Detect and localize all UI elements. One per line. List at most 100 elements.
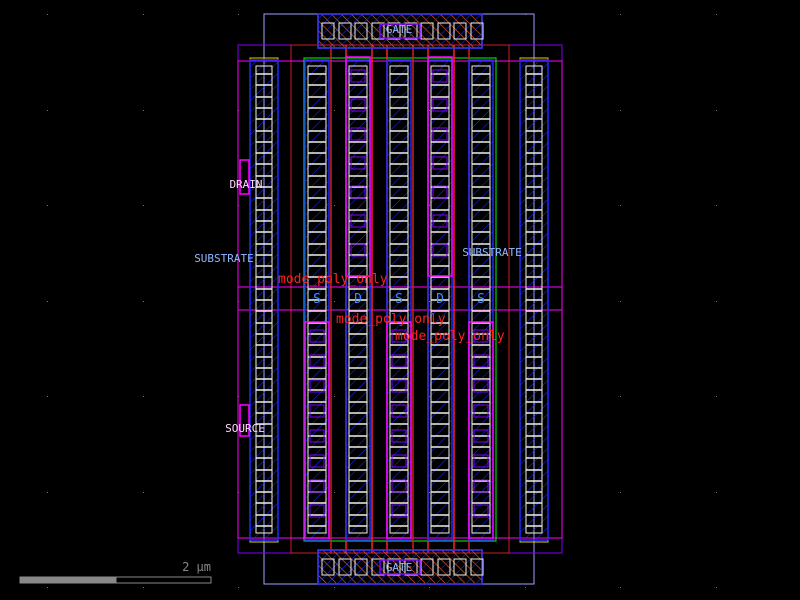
grid-dot <box>143 587 144 588</box>
via <box>432 156 448 170</box>
gate-contact <box>321 22 335 40</box>
gate-contact <box>354 558 368 576</box>
gate-contact <box>371 22 385 40</box>
grid-dot <box>620 492 621 493</box>
grid-dot <box>143 492 144 493</box>
drain-metal-strap <box>427 56 453 277</box>
grid-dot <box>620 301 621 302</box>
via <box>432 127 448 141</box>
via <box>350 127 366 141</box>
grid-dot <box>47 110 48 111</box>
grid-dot <box>143 14 144 15</box>
grid-dot <box>334 587 335 588</box>
via <box>309 404 325 418</box>
via <box>309 479 325 493</box>
scale-bar-fill <box>20 577 117 583</box>
gate-contact <box>470 22 484 40</box>
gate-contact <box>437 22 451 40</box>
via <box>473 404 489 418</box>
via <box>391 504 407 518</box>
via <box>473 354 489 368</box>
grid-dot <box>47 14 48 15</box>
via <box>350 185 366 199</box>
grid-dot <box>238 587 239 588</box>
grid-dot <box>620 587 621 588</box>
gate-contact <box>321 558 335 576</box>
via <box>309 429 325 443</box>
gate-contact <box>453 558 467 576</box>
implant-region <box>303 57 497 542</box>
gate-via <box>379 559 421 575</box>
via <box>391 379 407 393</box>
grid-dot <box>716 492 717 493</box>
via <box>309 379 325 393</box>
terminal-label: S <box>477 292 485 307</box>
via <box>391 454 407 468</box>
source-metal-strap <box>304 321 330 539</box>
via <box>473 379 489 393</box>
gate-contact <box>387 558 401 576</box>
grid-dot <box>716 14 717 15</box>
via <box>432 185 448 199</box>
drain-pin <box>239 159 250 195</box>
via <box>391 354 407 368</box>
grid-dot <box>47 396 48 397</box>
grid-dot <box>47 587 48 588</box>
via <box>350 214 366 228</box>
source-label: SOURCE <box>225 422 265 435</box>
gate-contact <box>437 558 451 576</box>
terminal-label: D <box>436 292 444 307</box>
terminal-label: S <box>313 292 321 307</box>
terminal-label: D <box>354 292 362 307</box>
grid-dot <box>143 301 144 302</box>
grid-dot <box>620 205 621 206</box>
via <box>309 329 325 343</box>
grid-dot <box>620 110 621 111</box>
via <box>473 479 489 493</box>
via <box>350 98 366 112</box>
via <box>391 329 407 343</box>
gate-contact <box>354 22 368 40</box>
gate-contact <box>420 558 434 576</box>
grid-dot <box>143 396 144 397</box>
grid-dot <box>620 14 621 15</box>
gate-top-label: GATE <box>386 23 413 36</box>
gate-contact <box>404 558 418 576</box>
grid-dot <box>525 587 526 588</box>
via <box>432 98 448 112</box>
grid-dot <box>143 110 144 111</box>
grid-dot <box>334 205 335 206</box>
via <box>391 479 407 493</box>
grid-dot <box>238 14 239 15</box>
via <box>432 243 448 257</box>
via <box>432 214 448 228</box>
layout-shapes <box>237 13 563 585</box>
gate-via <box>379 23 421 39</box>
gate-contact <box>404 22 418 40</box>
grid-dots <box>47 14 717 588</box>
terminal-label: S <box>395 292 403 307</box>
via <box>391 429 407 443</box>
source-metal-strap <box>386 321 412 539</box>
gate-contact <box>338 22 352 40</box>
source-pin <box>239 404 250 437</box>
grid-dot <box>716 110 717 111</box>
grid-dot <box>334 492 335 493</box>
grid-dot <box>716 301 717 302</box>
poly-label: mode_poly_only <box>395 329 505 344</box>
scale-bar-label: 2 µm <box>182 560 211 574</box>
gate-bottom-label: GATE <box>386 561 413 574</box>
gate-contact <box>470 558 484 576</box>
substrate-right-label: SUBSTRATE <box>462 246 522 259</box>
drain-label: DRAIN <box>229 178 262 191</box>
poly-label: mode_poly_only <box>336 312 446 327</box>
via <box>473 454 489 468</box>
grid-dot <box>716 205 717 206</box>
grid-dot <box>716 587 717 588</box>
via <box>309 504 325 518</box>
grid-dot <box>429 587 430 588</box>
via <box>350 69 366 83</box>
grid-dot <box>47 301 48 302</box>
